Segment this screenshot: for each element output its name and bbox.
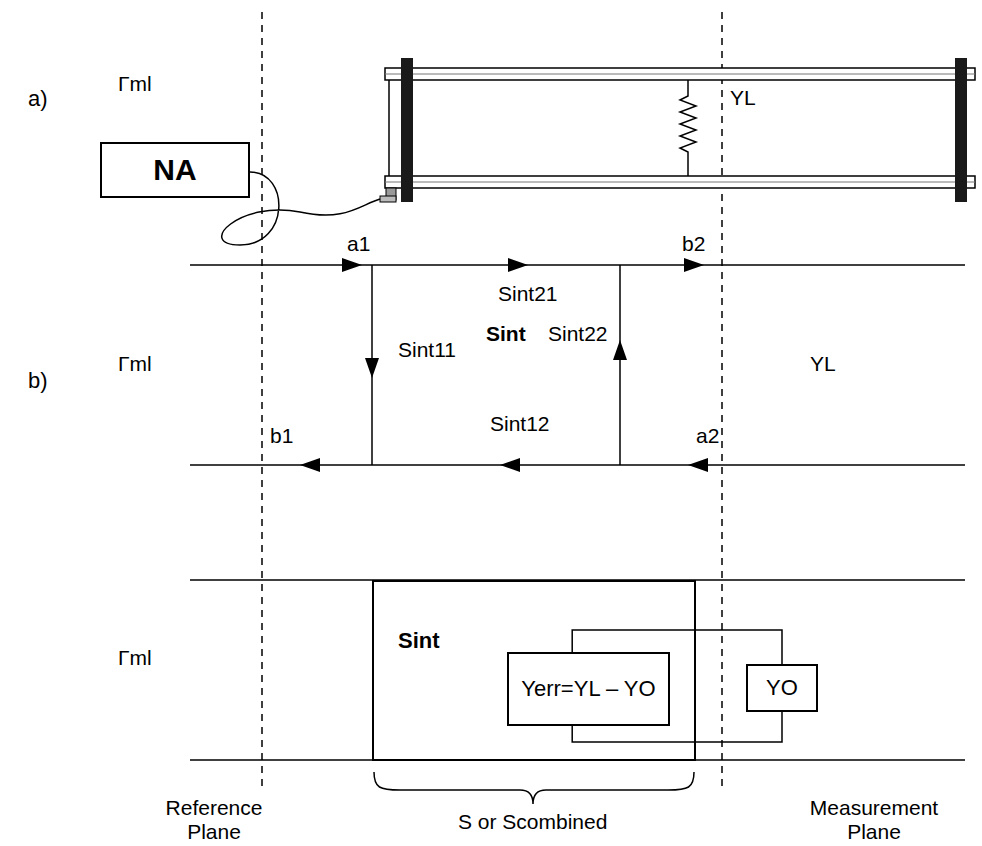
text-label: a1 bbox=[345, 232, 372, 256]
text-label: Sint12 bbox=[488, 412, 552, 436]
text-label: Sint11 bbox=[396, 338, 458, 362]
flow-arrow bbox=[342, 258, 362, 272]
text-label: Reference Plane bbox=[150, 796, 278, 844]
connector bbox=[380, 196, 396, 202]
admittance-box: Yerr=YL – YO bbox=[507, 652, 670, 726]
text-label: Measurement Plane bbox=[792, 796, 956, 844]
text-label: a) bbox=[26, 86, 50, 111]
text-label: Γml bbox=[116, 352, 154, 376]
signal-flow-graph bbox=[190, 258, 965, 472]
transmission-line-fixture bbox=[222, 58, 975, 245]
end-support bbox=[955, 58, 967, 202]
flow-line bbox=[190, 264, 965, 266]
measurement-plane-line bbox=[721, 12, 723, 792]
text-label: S or Scombined bbox=[456, 810, 609, 834]
equivalent-circuit bbox=[190, 580, 965, 804]
text-label: Γml bbox=[116, 72, 154, 96]
resistor-symbol bbox=[680, 80, 696, 176]
curly-bracket bbox=[374, 772, 694, 804]
top-conductor bbox=[385, 68, 975, 80]
top-conductor-shade bbox=[385, 74, 975, 75]
node-text: Sint bbox=[398, 628, 440, 653]
flow-arrow bbox=[688, 458, 708, 472]
bottom-conductor-shade bbox=[385, 182, 975, 183]
admittance-box: YO bbox=[746, 664, 818, 712]
flow-arrow bbox=[684, 258, 704, 272]
text-label: Sint22 bbox=[546, 322, 610, 346]
reference-plane-line bbox=[261, 12, 263, 792]
text-label: b1 bbox=[268, 424, 295, 448]
flow-arrow bbox=[508, 258, 528, 272]
network-box: SintYerr=YL – YO bbox=[372, 580, 696, 761]
feed-wire bbox=[388, 80, 390, 176]
text-label: Sint bbox=[484, 322, 528, 346]
node-text: NA bbox=[153, 153, 196, 188]
text-label: b) bbox=[26, 368, 50, 393]
flow-arrow bbox=[365, 358, 379, 378]
text-label: YL bbox=[728, 86, 758, 110]
end-support bbox=[401, 58, 413, 202]
bottom-conductor bbox=[385, 176, 975, 188]
node-text: Yerr=YL – YO bbox=[521, 676, 655, 701]
analyzer-box: NA bbox=[100, 142, 250, 198]
flow-arrow bbox=[500, 458, 520, 472]
node-text: YO bbox=[766, 675, 798, 700]
text-label: b2 bbox=[680, 232, 707, 256]
flow-line bbox=[619, 265, 621, 465]
text-label: a2 bbox=[694, 424, 721, 448]
text-label: YL bbox=[808, 352, 838, 376]
flow-arrow bbox=[613, 340, 627, 360]
flow-arrow bbox=[300, 458, 320, 472]
text-label: Sint21 bbox=[496, 282, 560, 306]
text-label: Γml bbox=[116, 646, 154, 670]
